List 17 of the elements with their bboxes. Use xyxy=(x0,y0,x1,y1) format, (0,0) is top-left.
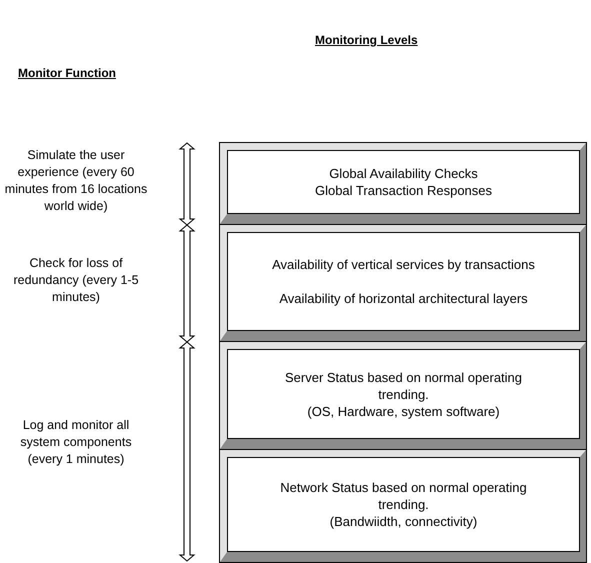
box-text: Global Availability Checks xyxy=(328,165,479,182)
heading: Monitor Function xyxy=(18,66,116,80)
layer-box xyxy=(219,342,587,450)
box-text: Server Status based on normal operating trending. xyxy=(284,368,524,402)
side-text: Check for loss of redundancy (every 1-5 minutes) xyxy=(12,255,140,306)
box-text: (OS, Hardware, system software) xyxy=(306,402,501,420)
layer-box xyxy=(219,143,587,225)
heading: Monitoring Levels xyxy=(315,33,418,47)
side-text: Log and monitor all system components (every 1 minutes) xyxy=(19,417,133,468)
box-text: Availability of vertical services by transactions xyxy=(271,256,536,273)
layer-box xyxy=(219,450,587,563)
layer-box xyxy=(219,225,587,342)
side-text: Simulate the user experience (every 60 minutes from 16 locations world wide) xyxy=(4,147,148,215)
box-text: Global Transaction Responses xyxy=(314,182,494,199)
box-text: Availability of horizontal architectural layers xyxy=(278,290,529,307)
box-text: (Bandwiidth, connectivity) xyxy=(328,513,478,530)
box-text: Network Status based on normal operating trending. xyxy=(279,479,528,513)
